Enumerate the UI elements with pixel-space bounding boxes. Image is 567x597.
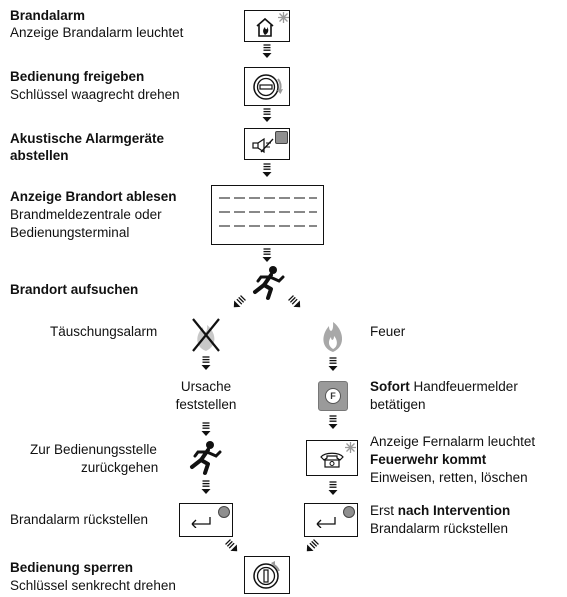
reset-arrow-icon [191, 517, 211, 528]
step-abstellen-title-2: abstellen [10, 148, 69, 163]
label-nach-intervention: nach Intervention [397, 503, 511, 518]
flow-arrow [201, 480, 211, 494]
key-horizontal-icon [253, 74, 283, 100]
step-ablesen-line2: Brandmeldezentrale oder [10, 207, 162, 222]
label-handfeuermelder: Handfeuermelder [409, 379, 518, 394]
reset-button-right[interactable] [304, 503, 358, 537]
flame-icon [323, 322, 343, 352]
flow-arrow [328, 415, 338, 429]
label-brandalarm-rueckstellen: Brandalarm rückstellen [10, 512, 149, 527]
manual-call-point[interactable]: F [318, 381, 348, 411]
flow-arrow [306, 539, 319, 552]
step-brandalarm-title: Brandalarm [10, 8, 86, 23]
step-ablesen-line3: Bedienungsterminal [10, 225, 130, 240]
label-erst: Erst [370, 503, 398, 518]
step-sperren-title: Bedienung sperren [10, 560, 134, 575]
reset-arrow-icon [316, 517, 336, 528]
silence-alarm-button[interactable] [244, 128, 290, 160]
flow-arrow [262, 248, 272, 262]
label-zurueckgehen: zurückgehen [81, 460, 159, 475]
label-fernalarm: Anzeige Fernalarm leuchtet [370, 434, 536, 449]
running-person-icon [190, 441, 222, 475]
step-freigeben-title: Bedienung freigeben [10, 69, 145, 84]
label-feuerwehr-kommt: Feuerwehr kommt [370, 452, 487, 467]
display-panel [211, 185, 324, 245]
step-abstellen-title-1: Akustische Alarmgeräte [10, 131, 165, 146]
flow-arrow [201, 356, 211, 370]
key-switch-unlock[interactable] [244, 67, 290, 106]
manual-call-point-icon [325, 388, 341, 404]
label-einweisen: Einweisen, retten, löschen [370, 470, 528, 485]
step-ablesen-title: Anzeige Brandort ablesen [10, 189, 177, 204]
label-taeuschungsalarm: Täuschungsalarm [50, 324, 158, 339]
flow-arrow [328, 357, 338, 371]
remote-alarm-indicator [306, 440, 358, 476]
house-fire-icon [256, 17, 274, 37]
spark-icon [278, 12, 289, 23]
status-led [218, 506, 230, 518]
step-sperren-text: Schlüssel senkrecht drehen [10, 578, 176, 593]
label-ursache: Ursache [180, 379, 232, 394]
crossed-fire-icon [192, 318, 220, 352]
flow-arrow [201, 422, 211, 436]
flow-arrow [262, 108, 272, 122]
label-sofort-bold: Sofort [370, 379, 410, 394]
status-led [275, 131, 288, 144]
manual-call-point-letter: F [330, 391, 336, 401]
label-feststellen: feststellen [175, 397, 237, 412]
label-erst-nach-intervention: Erst nach Intervention [370, 503, 510, 519]
spark-icon [345, 442, 356, 453]
flow-arrow [262, 163, 272, 177]
label-sofort: Sofort Handfeuermelder [370, 379, 518, 395]
label-brandalarm-rueckstellen-right: Brandalarm rückstellen [370, 521, 509, 536]
key-switch-lock[interactable] [244, 556, 290, 594]
flow-arrow [233, 295, 246, 308]
brandalarm-indicator [244, 10, 290, 42]
flow-arrow [288, 295, 301, 308]
flow-arrow [225, 539, 238, 552]
reset-button-left[interactable] [179, 503, 233, 537]
phone-icon [320, 452, 344, 468]
mute-horn-icon [252, 137, 274, 154]
flow-arrow [328, 481, 338, 495]
display-panel-icon [219, 197, 317, 227]
step-aufsuchen-title: Brandort aufsuchen [10, 282, 139, 297]
label-betaetigen: betätigen [370, 397, 426, 412]
step-freigeben-text: Schlüssel waagrecht drehen [10, 87, 180, 102]
step-brandalarm-text: Anzeige Brandalarm leuchtet [10, 25, 184, 40]
running-person-icon [253, 266, 285, 300]
status-led [343, 506, 355, 518]
label-feuer: Feuer [370, 324, 406, 339]
flow-arrow [262, 44, 272, 58]
key-vertical-icon [253, 561, 280, 589]
label-zur-bedienungsstelle: Zur Bedienungsstelle [30, 442, 157, 457]
